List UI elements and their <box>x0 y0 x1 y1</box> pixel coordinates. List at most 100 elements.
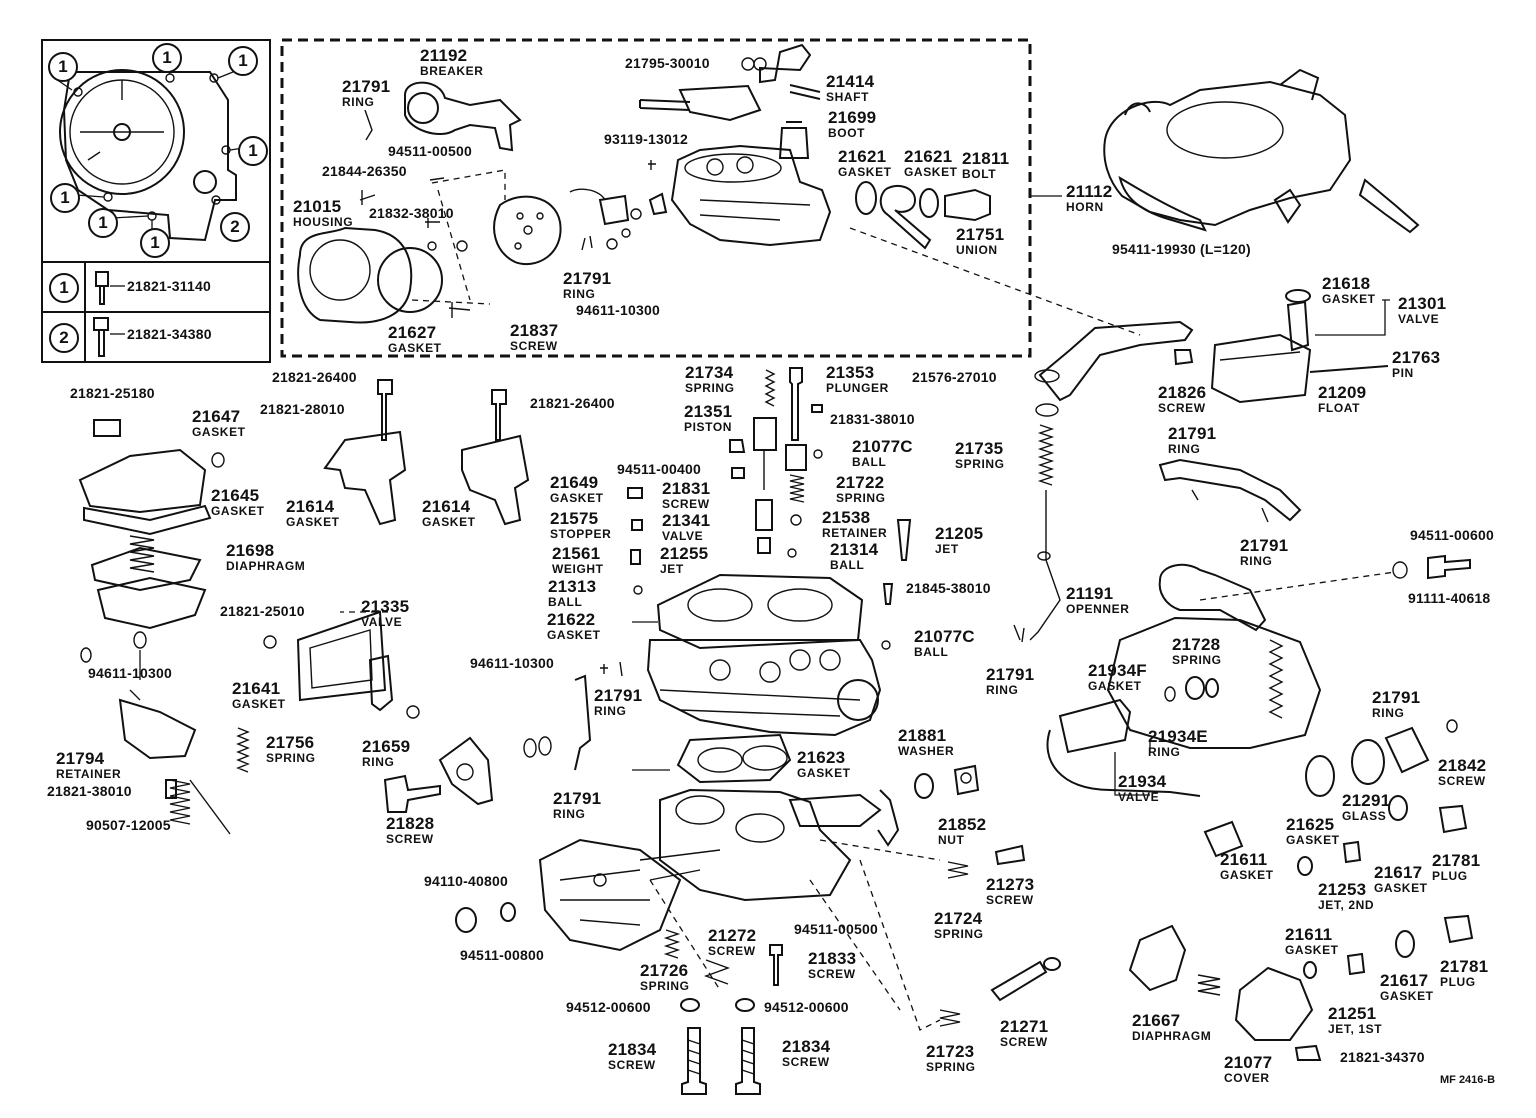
part-name: PLUNGER <box>826 381 889 395</box>
part-number: 21881 <box>898 726 947 745</box>
part-name: GLASS <box>1342 809 1387 823</box>
part-number: 21726 <box>640 961 689 980</box>
part-number: 21617 <box>1374 863 1423 882</box>
part-name: GASKET <box>1380 989 1434 1003</box>
part-number: 21699 <box>828 108 877 127</box>
part-name: SPRING <box>640 979 690 993</box>
part-number: 21077C <box>852 437 913 456</box>
part-name: GASKET <box>1286 833 1340 847</box>
part-number: 21621 <box>904 147 953 166</box>
part-number: 21255 <box>660 544 709 563</box>
part-number: 94611-10300 <box>88 665 172 681</box>
legend-key-1-marker: 1 <box>140 228 170 258</box>
part-number: 21831 <box>662 479 711 498</box>
legend-key-1-marker: 1 <box>152 43 182 73</box>
part-number: 21351 <box>684 402 733 421</box>
part-name: WASHER <box>898 744 955 758</box>
part-number: 21667 <box>1132 1011 1181 1030</box>
part-number: 95411-19930 (L=120) <box>1112 241 1251 257</box>
part-number: 21272 <box>708 926 757 945</box>
part-name: GASKET <box>1088 679 1142 693</box>
part-number: 21832-38010 <box>369 205 454 221</box>
part-name: VALVE <box>1118 790 1160 804</box>
part-number: 21791 <box>563 269 612 288</box>
callout: 21576-27010 <box>912 370 997 385</box>
part-number: 21821-25010 <box>220 603 305 619</box>
pump-group <box>627 367 1061 650</box>
part-name: GASKET <box>286 515 340 529</box>
part-name: RING <box>594 704 627 718</box>
part-number: 21794 <box>56 749 105 768</box>
part-number: 21614 <box>286 497 335 516</box>
part-number: 21831-38010 <box>830 411 915 427</box>
part-number: 21826 <box>1158 383 1207 402</box>
part-name: BALL <box>548 595 583 609</box>
callout: 21821-25180 <box>70 386 155 401</box>
callout: 90507-12005 <box>86 818 171 833</box>
part-number: 21837 <box>510 321 559 340</box>
part-number: 21622 <box>547 610 596 629</box>
part-number: 21821-26400 <box>272 369 357 385</box>
part-number: 21291 <box>1342 791 1391 810</box>
carburetor-body-top-right <box>1103 68 1420 234</box>
part-number: 21781 <box>1432 851 1481 870</box>
part-number: 21611 <box>1285 925 1333 944</box>
callout: 21821-26400 <box>530 396 615 411</box>
part-name: SCREW <box>1158 401 1206 415</box>
part-name: GASKET <box>1322 292 1376 306</box>
part-number: 21844-26350 <box>322 163 407 179</box>
part-number: 21791 <box>594 686 643 705</box>
part-number: 21561 <box>552 544 601 563</box>
part-number: 21791 <box>1240 536 1289 555</box>
callout: 21844-26350 <box>322 164 407 179</box>
part-number: 94511-00500 <box>388 143 472 159</box>
part-name: PISTON <box>684 420 733 434</box>
part-number: 93119-13012 <box>604 131 688 147</box>
part-name: SCREW <box>986 893 1034 907</box>
part-number: 21781 <box>1440 957 1489 976</box>
part-number: 21791 <box>986 665 1035 684</box>
part-number: 21791 <box>1168 424 1217 443</box>
part-name: DIAPHRAGM <box>226 559 306 573</box>
part-name: SPRING <box>685 381 735 395</box>
part-number: 91111-40618 <box>1408 590 1491 606</box>
part-name: COVER <box>1224 1071 1270 1085</box>
part-number: 21723 <box>926 1042 975 1061</box>
part-number: 21791 <box>553 789 602 808</box>
part-name: BOLT <box>962 167 997 181</box>
part-name: RING <box>1148 745 1181 759</box>
callout: 94511-00500 <box>388 144 472 159</box>
part-number: 21751 <box>956 225 1005 244</box>
part-number: 21934E <box>1148 727 1208 746</box>
part-number: 94511-00400 <box>617 461 701 477</box>
part-name: RETAINER <box>822 526 888 540</box>
